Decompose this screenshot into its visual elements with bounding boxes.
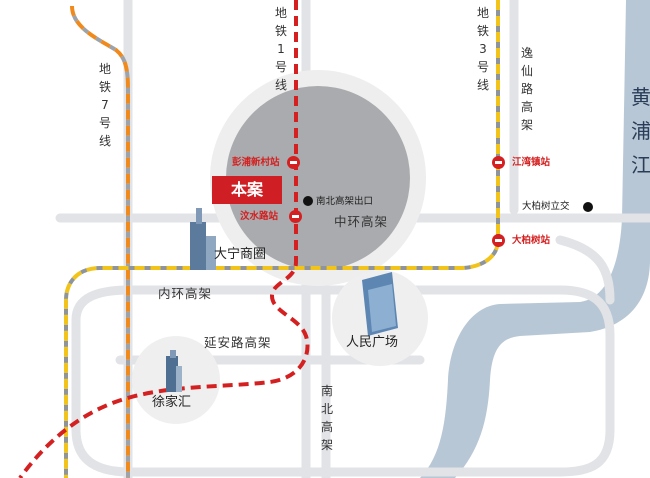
metro-icon [289, 210, 302, 223]
huangpu-river [420, 0, 650, 478]
yixian-road-label: 逸仙路高架 [520, 46, 533, 132]
core-area-inner [226, 86, 410, 270]
metro-line-1 [18, 0, 310, 478]
nanbei-road-label: 南北高架 [320, 384, 333, 452]
road-right-arc [555, 235, 615, 305]
metro-line-3-label: 地铁3号线 [476, 6, 489, 92]
daning-label: 大宁商圈 [214, 247, 267, 262]
peoples-square-label: 人民广场 [346, 335, 399, 350]
dabaishu-overpass-dot [583, 202, 593, 212]
station-wenshui-label: 汶水路站 [240, 211, 279, 222]
project-marker[interactable]: 本案 [212, 176, 282, 204]
metro-line-3 [64, 0, 500, 478]
metro-line-3-gap [64, 0, 500, 478]
huangpu-river-label: 黄浦江 [631, 85, 650, 177]
station-jiangwancheng-label: 江湾镇站 [512, 157, 551, 168]
peoples-square-building [362, 272, 398, 336]
xujiahui-building [166, 350, 182, 392]
metro-icon [287, 156, 300, 169]
yanan-road-label: 延安路高架 [204, 335, 272, 350]
xujiahui-label: 徐家汇 [152, 395, 192, 410]
nanbei-exit-dot [303, 196, 313, 206]
metro-line-1-label: 地铁1号线 [274, 6, 287, 92]
metro-line-7 [70, 5, 130, 478]
metro-line-7-label: 地铁7号线 [98, 62, 111, 148]
station-dabaishu-label: 大柏树站 [512, 235, 551, 246]
nanbei-exit-label: 南北高架出口 [316, 196, 374, 207]
metro-icon [492, 234, 505, 247]
inner-ring-label: 内环高架 [158, 286, 213, 301]
metro-icon [492, 156, 505, 169]
daning-building [190, 208, 216, 270]
middle-ring-label: 中环高架 [334, 214, 389, 229]
dabaishu-overpass-label: 大柏树立交 [522, 201, 570, 212]
inner-ring-road [71, 285, 615, 477]
station-pengpu-label: 彭浦新村站 [232, 157, 280, 168]
